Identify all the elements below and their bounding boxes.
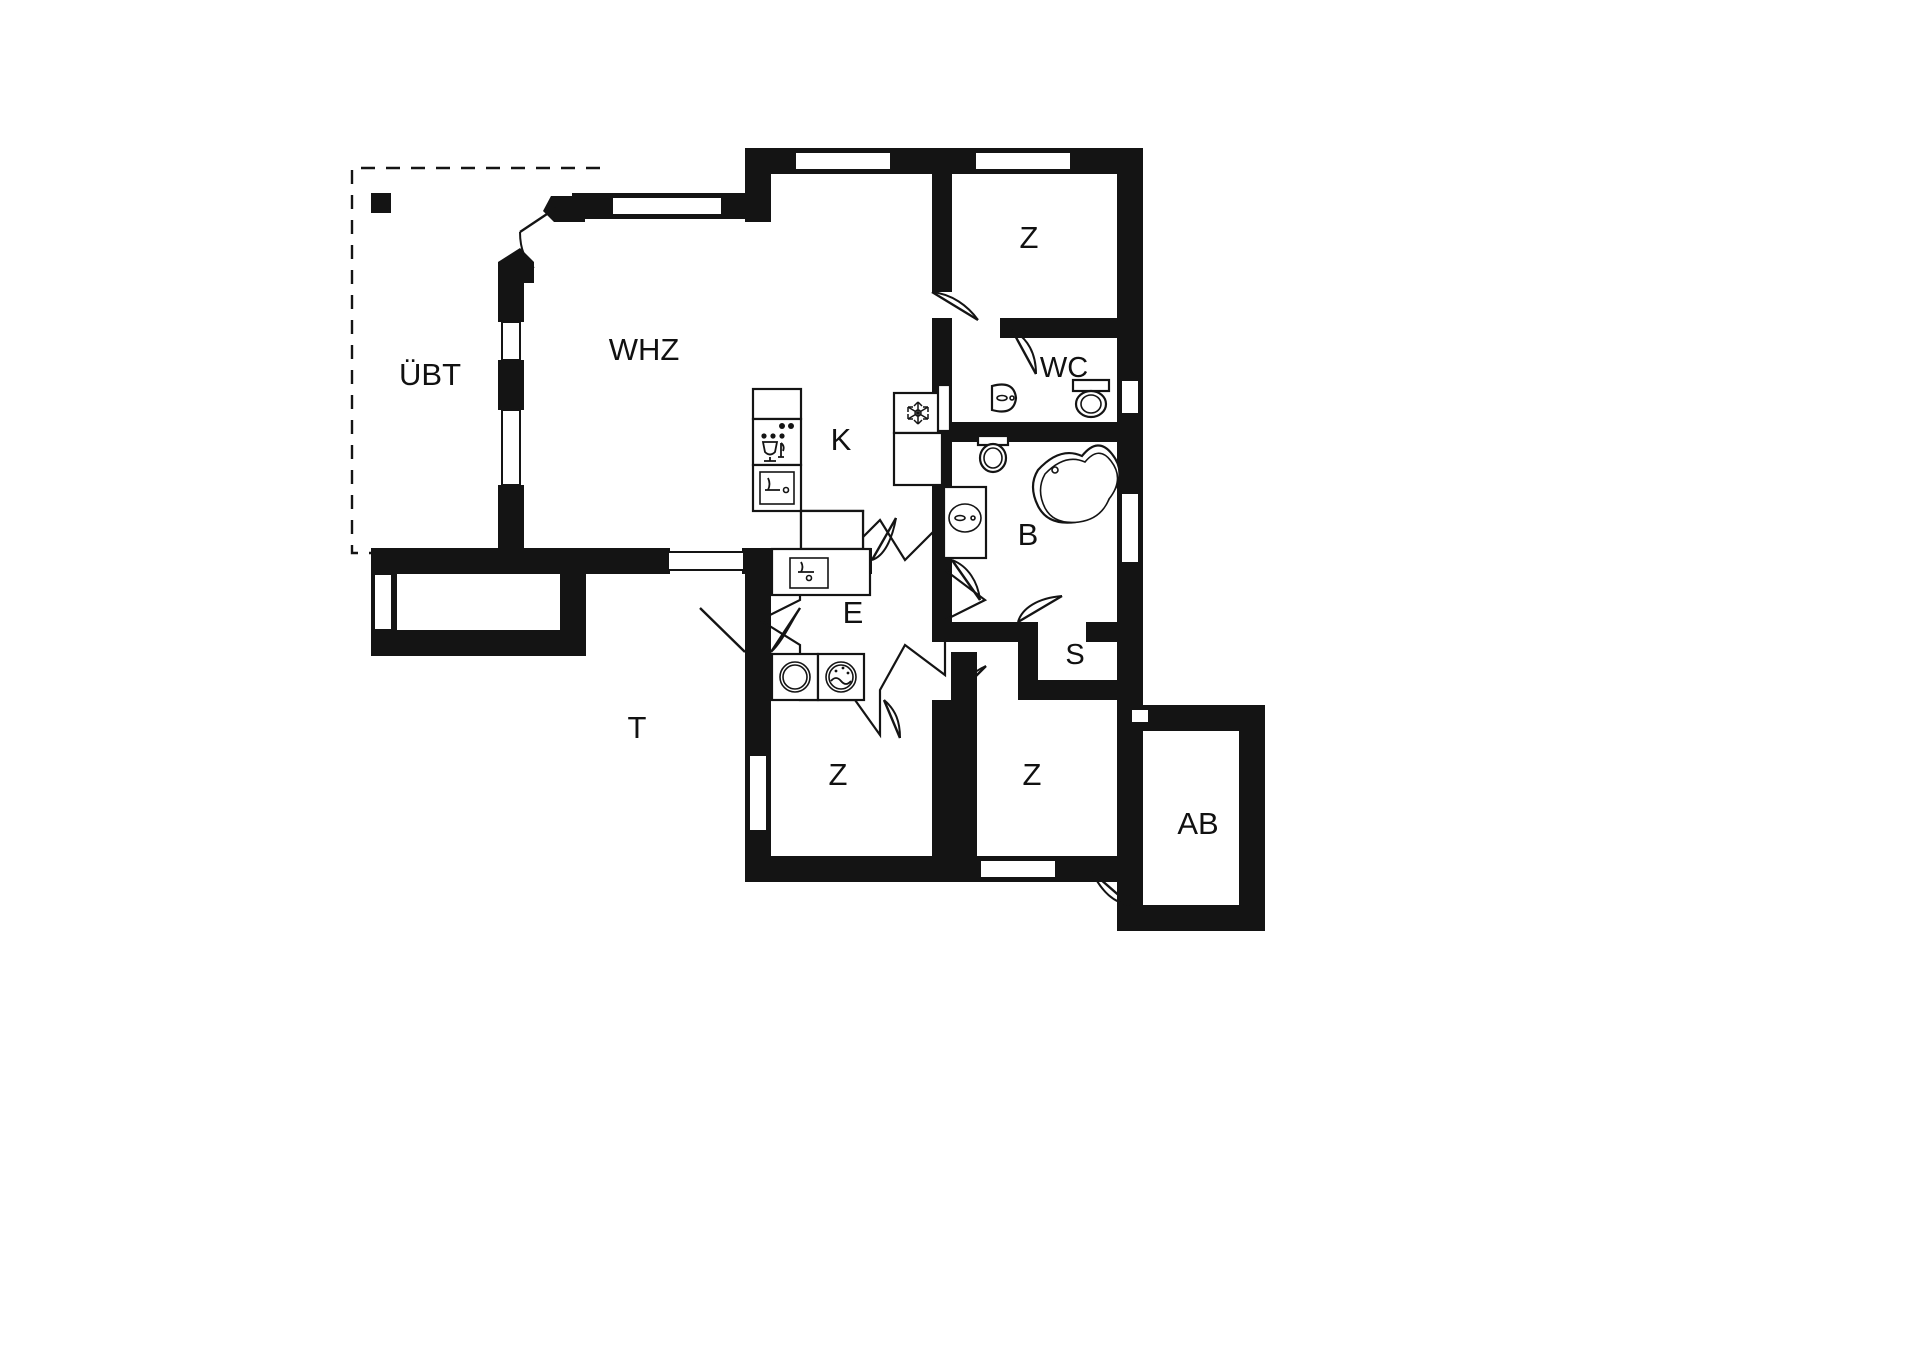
covered-terrace-outline [350, 166, 600, 555]
window-bedroom-north-b [974, 151, 1072, 171]
window-bedroom-north-a [794, 151, 892, 171]
label-z-mid: Z [1023, 757, 1042, 792]
window-ab-north [1130, 708, 1150, 724]
window-bath-east [1120, 492, 1140, 564]
label-ab: AB [1177, 806, 1218, 841]
label-z-left: Z [829, 757, 848, 792]
window-whz-west-upper [501, 321, 521, 361]
laundry-appliances [770, 652, 866, 702]
doors [519, 207, 1131, 906]
upper-cabinet [751, 387, 803, 421]
window-whz-west-lower [501, 409, 521, 486]
label-wc: WC [1040, 352, 1088, 384]
kitchen-fixtures [751, 383, 952, 597]
label-uebt: ÜBT [399, 357, 461, 392]
window-terrace-west [373, 573, 393, 631]
refrigerator-body [892, 431, 944, 487]
label-t: T [628, 710, 647, 745]
wine-glass-icon [761, 441, 785, 462]
room-label-group: ÜBT WHZ K Z WC B S E T Z Z AB [399, 220, 1219, 841]
label-z-top: Z [1020, 220, 1039, 255]
window-wc-east [1120, 379, 1140, 415]
window-whz-south [667, 551, 745, 571]
window-bedroom-mid-south [979, 859, 1057, 879]
terrace-post [371, 193, 391, 213]
label-k: K [831, 422, 852, 457]
label-whz: WHZ [609, 332, 680, 367]
window-whz-north [611, 196, 723, 216]
windows [373, 151, 1150, 879]
label-s: S [1065, 639, 1084, 671]
window-bedroom-left-west [748, 754, 768, 832]
wc-fixtures [990, 378, 1111, 419]
fridge-side-panel [936, 383, 952, 433]
snowflake-icon [907, 401, 929, 425]
label-b: B [1018, 517, 1039, 552]
label-e: E [843, 595, 864, 630]
bath-fixtures [942, 434, 1121, 560]
